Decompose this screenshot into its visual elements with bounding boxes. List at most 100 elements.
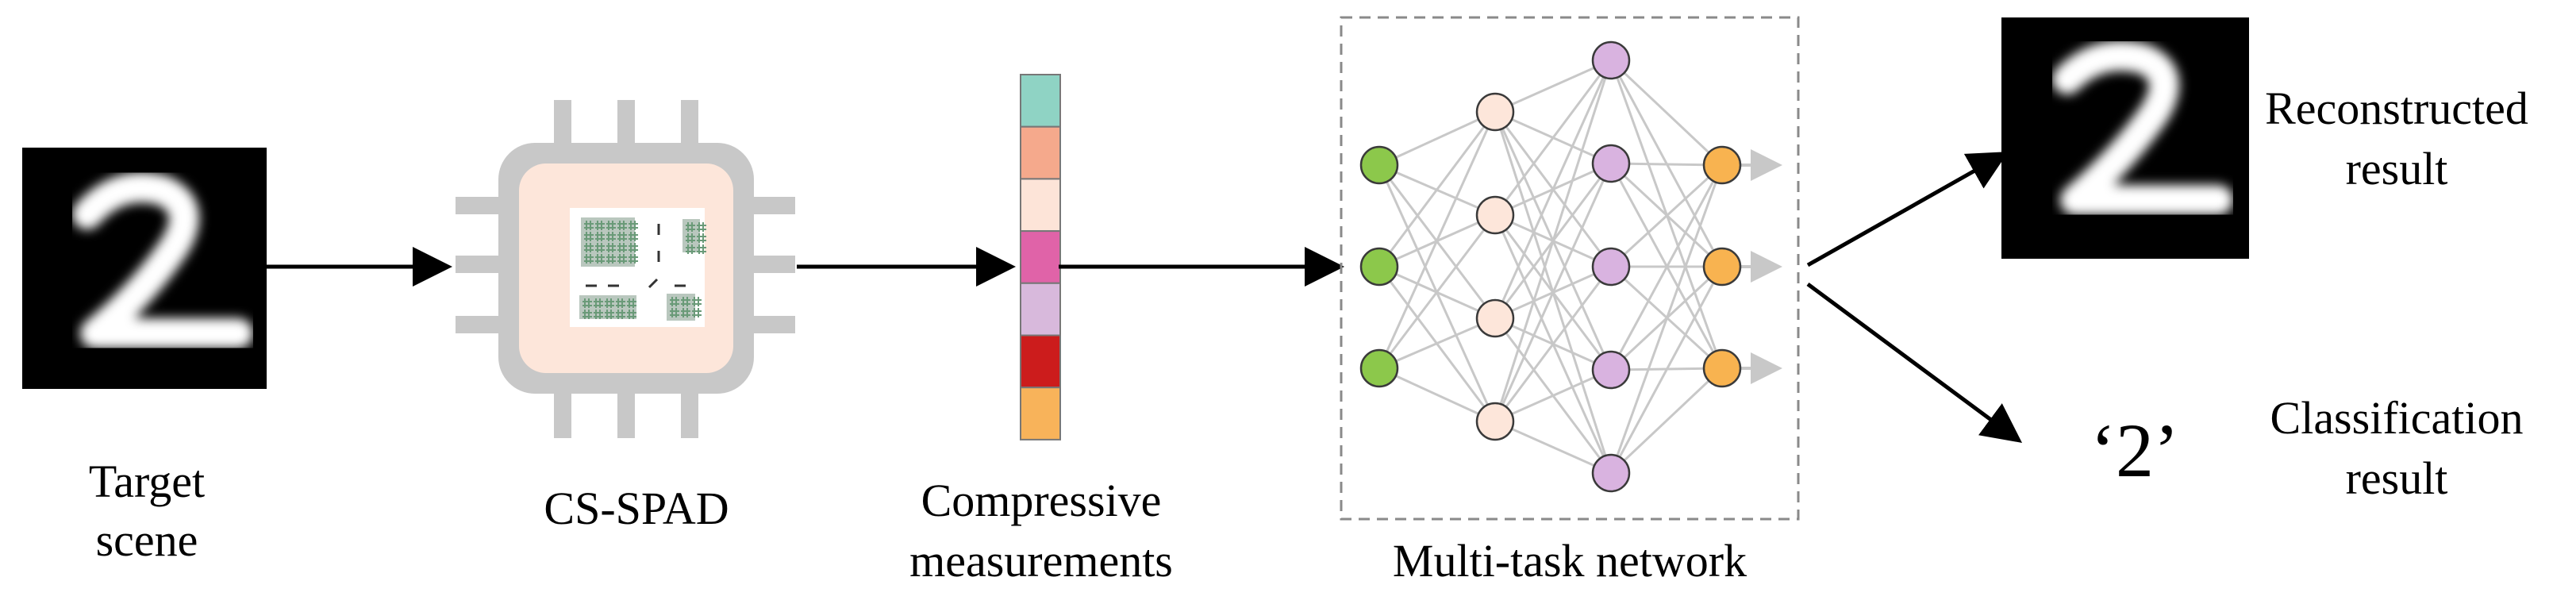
spad-pixel [595, 232, 605, 241]
network-box [1340, 16, 1800, 521]
spad-pixel [606, 232, 616, 241]
measurement-cell [1020, 230, 1061, 284]
network-edge [1378, 317, 1496, 370]
spad-pixel [629, 221, 638, 230]
input-node [1359, 145, 1399, 185]
cs-spad-chip [456, 100, 795, 438]
spad-pixel [692, 308, 702, 317]
spad-pixel [617, 221, 627, 230]
spad-pixel [606, 243, 616, 252]
output-node [1702, 247, 1742, 287]
spad-pixel [681, 308, 690, 317]
spad-pixel [616, 310, 625, 319]
target-scene-label-2: scene [96, 514, 198, 566]
spad-pixel [584, 254, 594, 264]
reconstructed-label: Reconstructed [2265, 83, 2528, 134]
hidden-node-2 [1591, 247, 1631, 287]
hidden-node-2 [1591, 453, 1631, 493]
neural-network [1359, 40, 1782, 493]
target-scene-image [22, 148, 267, 389]
classification-label: Classification [2270, 392, 2524, 444]
network-edge [1494, 60, 1613, 216]
spad-pixel [629, 254, 638, 264]
hidden-node-2 [1591, 40, 1631, 80]
spad-pixel [692, 297, 702, 306]
network-edge [1378, 111, 1497, 267]
spad-pixel [582, 310, 592, 319]
classification-output: ‘2’ [2090, 408, 2179, 493]
input-node [1359, 247, 1399, 287]
input-node [1359, 348, 1399, 388]
network-edge [1609, 164, 1724, 268]
network-edge [1609, 266, 1724, 474]
network-edge [1494, 163, 1613, 422]
spad-pixel [617, 232, 627, 241]
compressive-label-2: measurements [909, 535, 1173, 587]
network-edge [1609, 367, 1724, 475]
network-edge [1494, 60, 1613, 319]
spad-pixel [697, 222, 706, 232]
measurement-cell [1020, 334, 1061, 389]
spad-pixel [686, 222, 695, 232]
spad-pixel [681, 297, 690, 306]
network-edge [1494, 59, 1612, 113]
output-node [1702, 145, 1742, 185]
spad-pixel [686, 244, 695, 254]
spad-pixel [627, 298, 636, 308]
network-edge [1609, 59, 1724, 167]
network-edge [1494, 60, 1613, 422]
spad-pixel [584, 221, 594, 230]
network-edge [1609, 164, 1724, 371]
multitask-label: Multi-task network [1393, 535, 1747, 587]
network-edge [1378, 214, 1497, 369]
spad-pixel [697, 244, 706, 254]
spad-pixel [627, 310, 636, 319]
spad-pixel [594, 310, 603, 319]
spad-pixel [605, 310, 614, 319]
spad-pixel [670, 297, 679, 306]
measurement-bar [1020, 74, 1061, 440]
network-edge [1494, 266, 1613, 422]
spad-pixel [629, 243, 638, 252]
network-edge [1494, 420, 1612, 475]
spad-pixel [584, 243, 594, 252]
measurement-cell [1020, 74, 1061, 128]
hidden-node-1 [1475, 402, 1515, 441]
spad-pixel [617, 254, 627, 264]
spad-pixel [686, 233, 695, 243]
spad-pixel [617, 243, 627, 252]
spad-pixel [670, 308, 679, 317]
spad-pixel [606, 221, 616, 230]
spad-pixel [595, 254, 605, 264]
network-edge [1494, 368, 1612, 423]
spad-pixel [595, 243, 605, 252]
measurement-cell [1020, 282, 1061, 337]
classification-label-2: result [2346, 452, 2448, 504]
compressive-label: Compressive [921, 475, 1162, 526]
arrow-to-reconstruction [1806, 152, 2009, 267]
network-edge [1609, 164, 1724, 474]
network-edges [1378, 59, 1724, 475]
network-edge [1378, 111, 1497, 369]
spad-pixel-block [667, 294, 695, 321]
network-edge [1378, 110, 1496, 167]
target-scene-label: Target [89, 456, 205, 507]
cs-spad-label: CS-SPAD [544, 483, 729, 534]
reconstructed-image [2001, 17, 2249, 259]
measurement-cell [1020, 178, 1061, 233]
measurement-cell [1020, 125, 1061, 180]
hidden-node-2 [1591, 350, 1631, 390]
spad-pixel [605, 298, 614, 308]
output-node [1702, 348, 1742, 388]
spad-pixel [582, 298, 592, 308]
reconstructed-label-2: result [2346, 143, 2448, 194]
spad-pixel [629, 232, 638, 241]
spad-pixel [584, 232, 594, 241]
spad-pixel [697, 233, 706, 243]
spad-pixel [616, 298, 625, 308]
spad-pixel [594, 298, 603, 308]
hidden-node-1 [1475, 298, 1515, 338]
arrow-to-classification [1806, 282, 2023, 443]
